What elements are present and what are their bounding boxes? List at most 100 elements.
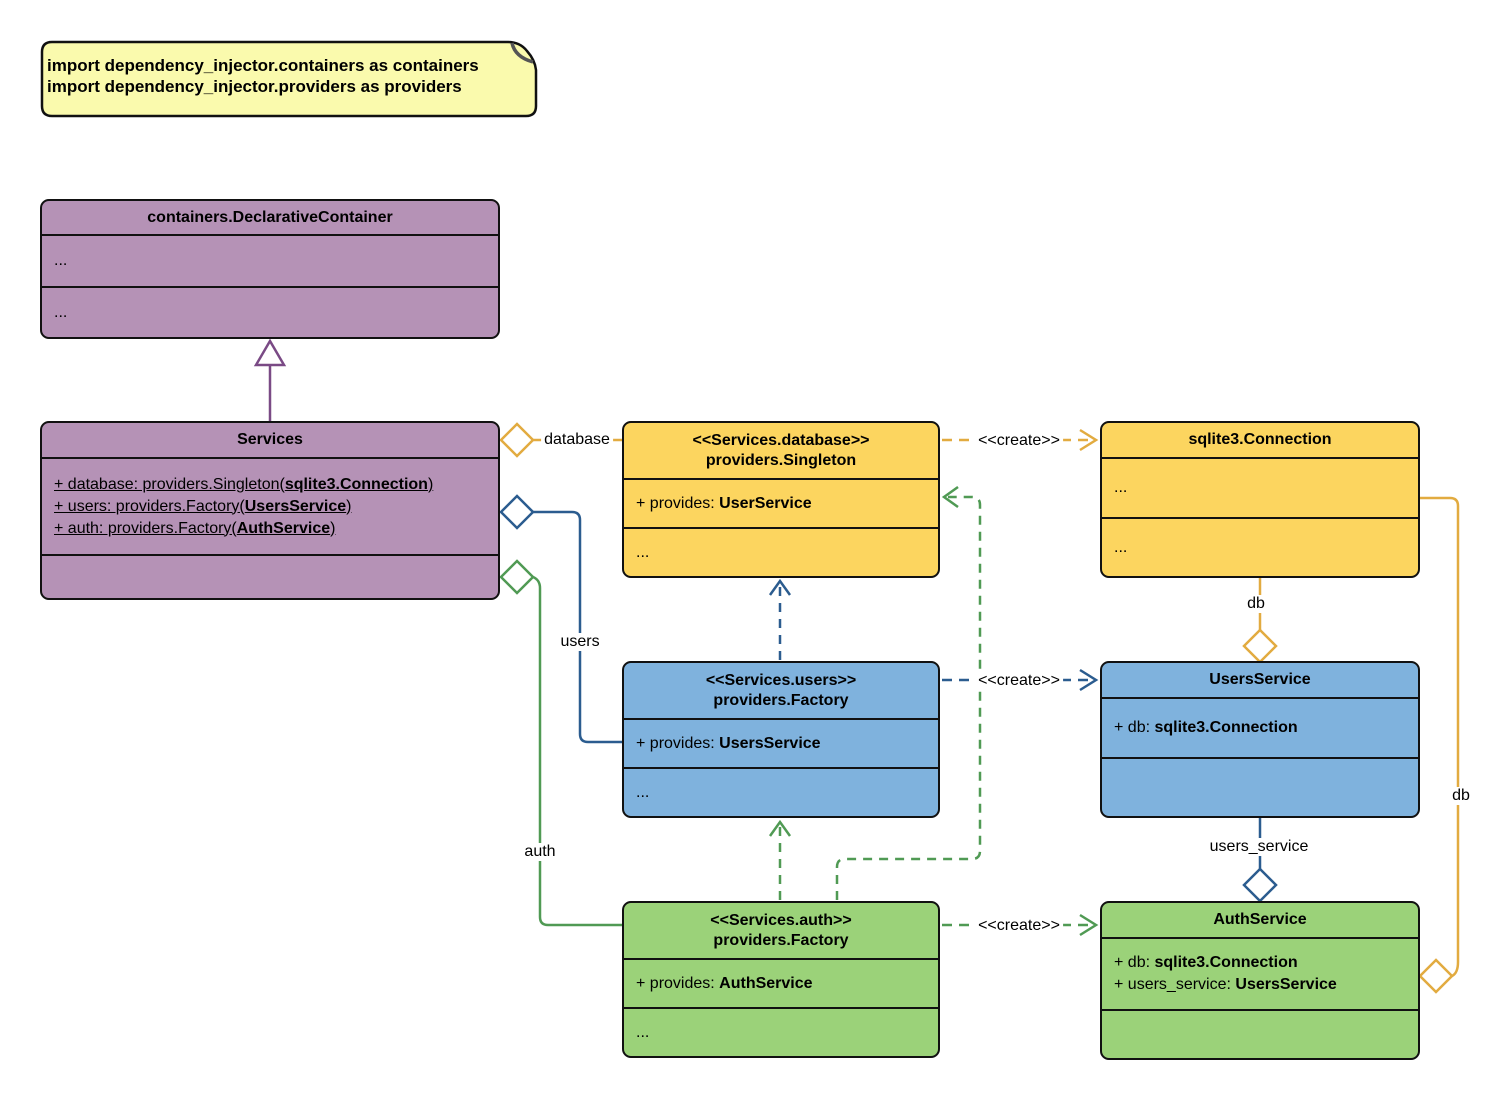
note-shape [40,40,538,118]
db-aggregation-edge-authservice [1418,496,1460,994]
class-title-text: providers.Factory [713,691,849,709]
attr-auth: + auth: providers.Factory(AuthService) [54,518,492,540]
attr-users-service: + users_service: UsersService [1114,974,1412,996]
attributes-compartment: ... [42,234,498,286]
method-ellipsis: ... [636,543,650,561]
attr-text: + auth: providers.Factory( [54,519,237,537]
attributes-compartment: + provides: AuthService [624,958,938,1007]
attr-database: + database: providers.Singleton(sqlite3.… [54,474,492,496]
class-sqlite3-connection: sqlite3.Connection ... ... [1100,421,1420,578]
class-stereotype: <<Services.database>> [692,431,870,449]
attr-type: UsersService [1235,976,1337,993]
class-title: containers.DeclarativeContainer [42,201,498,234]
class-services: Services + database: providers.Singleton… [40,421,500,600]
class-users-service: UsersService + db: sqlite3.Connection [1100,661,1420,818]
class-title: AuthService [1102,903,1418,937]
method-ellipsis: ... [636,1023,650,1041]
inheritance-edge [253,338,287,421]
dependency-edge-usersfactory-singleton [768,578,792,660]
class-title: <<Services.auth>> providers.Factory [624,903,938,958]
attr-provides: + provides: AuthService [636,973,932,995]
class-title-text: Services [237,431,303,448]
note-line-2: import dependency_injector.providers as … [47,77,462,96]
attr-text: + users_service: [1114,976,1236,993]
edge-label-db-authservice: db [1449,787,1473,805]
class-title: UsersService [1102,663,1418,697]
class-title: <<Services.users>> providers.Factory [624,663,938,718]
users-aggregation-edge [499,494,622,744]
edge-label-create-users: <<create>> [975,672,1063,690]
methods-compartment [1102,1009,1418,1058]
class-title: <<Services.database>> providers.Singleto… [624,423,938,478]
attr-text: + db: [1114,719,1155,736]
import-note: import dependency_injector.containers as… [47,55,479,97]
class-declarative-container: containers.DeclarativeContainer ... ... [40,199,500,339]
dependency-edge-authfactory-usersfactory [768,819,792,900]
attr-type: UsersService [719,734,821,752]
methods-compartment: ... [1102,517,1418,576]
class-auth-service: AuthService + db: sqlite3.Connection + u… [1100,901,1420,1060]
attr-type: sqlite3.Connection [1154,954,1298,971]
attr-text: + db: [1114,954,1155,971]
class-title-text: providers.Singleton [705,451,857,469]
note-line-1: import dependency_injector.containers as… [47,56,479,75]
attributes-compartment: + db: sqlite3.Connection + users_service… [1102,937,1418,1009]
attr-text: ) [427,475,434,493]
edge-label-db-usersservice: db [1244,595,1268,613]
attr-text: + provides: [636,974,720,992]
users-service-aggregation-edge [1242,818,1278,903]
methods-compartment: ... [624,527,938,576]
class-stereotype: <<Services.auth>> [710,911,852,929]
method-ellipsis: ... [1114,538,1128,556]
attributes-compartment: + provides: UsersService [624,718,938,767]
edge-label-create-auth: <<create>> [975,917,1063,935]
attr-db: + db: sqlite3.Connection [1114,717,1412,739]
method-ellipsis: ... [54,303,68,321]
attr-type: UserService [719,494,812,512]
attr-type: AuthService [719,974,813,992]
attr-text: ) [346,497,352,515]
class-title-text: UsersService [1209,671,1311,688]
attributes-compartment: + db: sqlite3.Connection [1102,697,1418,757]
edge-label-auth: auth [521,843,559,861]
attr-type: UsersService [244,497,347,515]
attributes-compartment: ... [1102,457,1418,517]
edge-label-create-database: <<create>> [975,432,1063,450]
attr-text: + users: providers.Factory( [54,497,245,515]
attr-text: ) [330,519,336,537]
class-title-text: sqlite3.Connection [1188,431,1332,448]
attributes-compartment: + database: providers.Singleton(sqlite3.… [42,457,498,554]
db-aggregation-edge-usersservice [1242,578,1278,664]
class-singleton-provider: <<Services.database>> providers.Singleto… [622,421,940,578]
class-title-text: providers.Factory [713,931,849,949]
attr-type: sqlite3.Connection [284,475,428,493]
auth-aggregation-edge [499,559,622,927]
attr-text: + provides: [636,734,720,752]
edge-label-database: database [541,431,613,449]
edge-label-users-service: users_service [1206,838,1312,856]
class-title-text: containers.DeclarativeContainer [147,208,393,226]
attr-provides: + provides: UsersService [636,733,932,755]
class-auth-factory: <<Services.auth>> providers.Factory + pr… [622,901,940,1058]
class-title-text: AuthService [1213,911,1307,928]
class-title: Services [42,423,498,457]
methods-compartment: ... [624,1007,938,1056]
attr-users: + users: providers.Factory(UsersService) [54,496,492,518]
methods-compartment: ... [624,767,938,816]
attr-text: + provides: [636,494,720,512]
attr-type: sqlite3.Connection [1154,719,1298,736]
edge-label-users: users [557,633,603,651]
methods-compartment [1102,757,1418,816]
attr-ellipsis: ... [1114,479,1128,496]
attr-ellipsis: ... [54,252,68,269]
method-ellipsis: ... [636,783,650,801]
attr-provides: + provides: UserService [636,493,932,515]
attr-type: AuthService [236,519,331,537]
dependency-edge-authfactory-singleton [835,485,982,900]
class-title: sqlite3.Connection [1102,423,1418,457]
class-stereotype: <<Services.users>> [705,671,857,689]
attr-text: + database: providers.Singleton( [54,475,285,493]
attributes-compartment: + provides: UserService [624,478,938,527]
methods-compartment: ... [42,286,498,337]
class-users-factory: <<Services.users>> providers.Factory + p… [622,661,940,818]
